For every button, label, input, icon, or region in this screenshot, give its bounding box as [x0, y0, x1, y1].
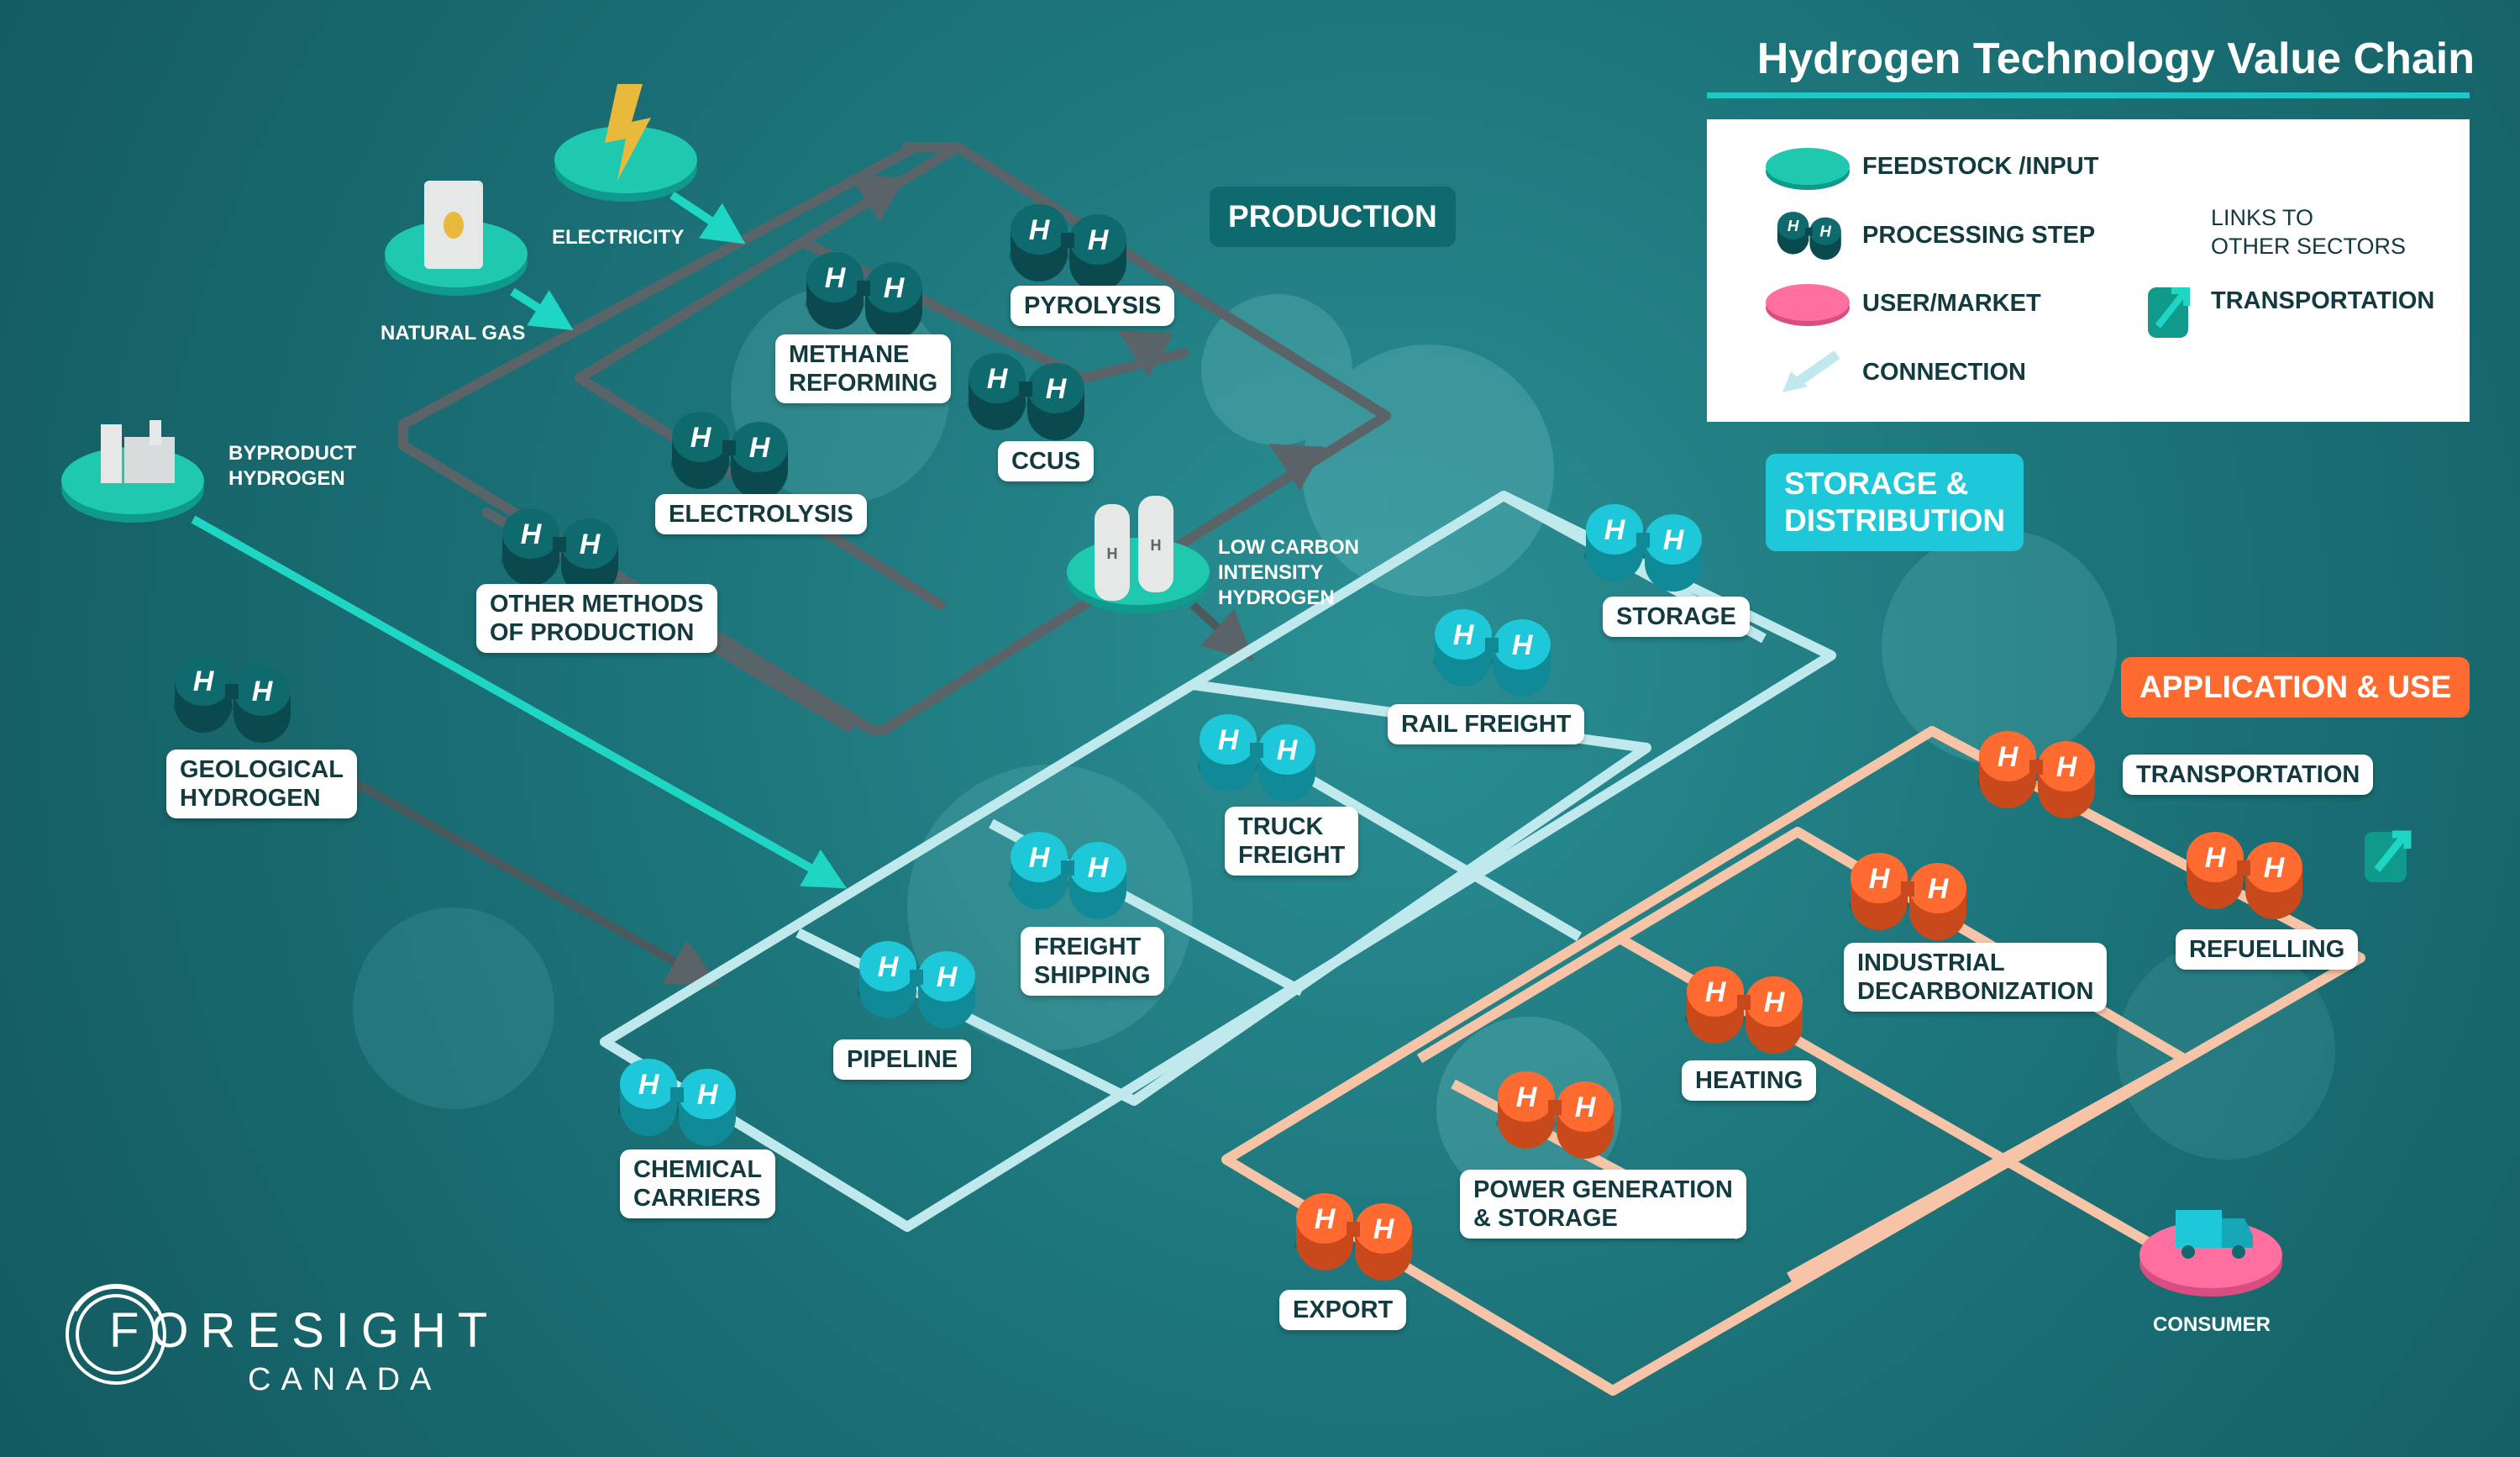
natural-gas-disk [385, 181, 528, 296]
other-methods-label: OTHER METHODS OF PRODUCTION [476, 584, 717, 653]
section-application-use: APPLICATION & USE [2121, 657, 2470, 718]
electricity-label: ELECTRICITY [552, 226, 685, 249]
foresight-logo-text: FORESIGHT [109, 1303, 500, 1358]
geological-arrow [350, 777, 719, 986]
low-carbon-arrow [1189, 602, 1255, 662]
freight-shipping-label: FREIGHT SHIPPING [1021, 927, 1164, 996]
electricity-disk [554, 84, 697, 202]
svg-text:H: H [1107, 545, 1118, 562]
legend-processing-label: PROCESSING STEP [1862, 222, 2096, 249]
storage-label: STORAGE [1603, 597, 1750, 637]
ccus-label: CCUS [998, 441, 1095, 481]
connection-swatch [1782, 350, 1840, 392]
processing-swatch [1776, 212, 1841, 260]
legend-feedstock-label: FEEDSTOCK /INPUT [1862, 153, 2099, 180]
route-arrowheads [848, 175, 1326, 491]
title-underline [1707, 92, 2470, 98]
consumer-label: CONSUMER [2153, 1313, 2271, 1336]
consumer-disk [2139, 1210, 2282, 1297]
legend: FEEDSTOCK /INPUT PROCESSING STEP USER/MA… [1707, 119, 2470, 422]
low-carbon-hydrogen-label: LOW CARBON INTENSITY HYDROGEN [1218, 536, 1359, 609]
section-storage-distribution: STORAGE & DISTRIBUTION [1766, 454, 2024, 551]
power-generation-storage-label: POWER GENERATION & STORAGE [1460, 1170, 1746, 1239]
heating-label: HEATING [1682, 1060, 1817, 1101]
diagram-title: Hydrogen Technology Value Chain [1756, 34, 2475, 83]
electricity-arrow [669, 191, 746, 245]
low-carbon-disk: H H [1067, 496, 1210, 613]
truck-freight-label: TRUCK FREIGHT [1225, 807, 1359, 876]
geological-hydrogen-label: GEOLOGICAL HYDROGEN [166, 750, 357, 818]
natural-gas-arrow [510, 287, 574, 331]
byproduct-arrow [191, 515, 848, 889]
transport-link-icon [2365, 830, 2412, 882]
foresight-logo-subtext: CANADA [248, 1362, 442, 1397]
export-label: EXPORT [1279, 1290, 1407, 1330]
rail-freight-label: RAIL FREIGHT [1388, 704, 1585, 744]
legend-user-market-label: USER/MARKET [1862, 290, 2041, 317]
legend-connection-label: CONNECTION [1862, 359, 2026, 386]
byproduct-disk [61, 420, 204, 523]
methane-reforming-label: METHANE REFORMING [775, 334, 952, 403]
pipeline-label: PIPELINE [833, 1039, 972, 1080]
industrial-decarbonization-label: INDUSTRIAL DECARBONIZATION [1844, 943, 2108, 1012]
chemical-carriers-label: CHEMICAL CARRIERS [620, 1149, 776, 1218]
svg-text:H: H [1151, 537, 1162, 554]
user-market-swatch [1766, 284, 1850, 326]
feedstock-swatch [1766, 148, 1850, 190]
pyrolysis-label: PYROLYSIS [1011, 286, 1175, 326]
legend-transportation-label: TRANSPORTATION [2211, 287, 2435, 314]
natural-gas-label: NATURAL GAS [381, 322, 526, 345]
byproduct-hydrogen-label: BYPRODUCT HYDROGEN [228, 442, 357, 490]
legend-links-label: LINKS TO OTHER SECTORS [2211, 205, 2407, 259]
transportation-link-swatch [2148, 287, 2190, 338]
refuelling-label: REFUELLING [2176, 929, 2359, 970]
section-production: PRODUCTION [1210, 187, 1456, 247]
foresight-logo-mark [66, 1284, 166, 1385]
transportation-label: TRANSPORTATION [2123, 755, 2374, 795]
electrolysis-label: ELECTROLYSIS [655, 494, 867, 534]
